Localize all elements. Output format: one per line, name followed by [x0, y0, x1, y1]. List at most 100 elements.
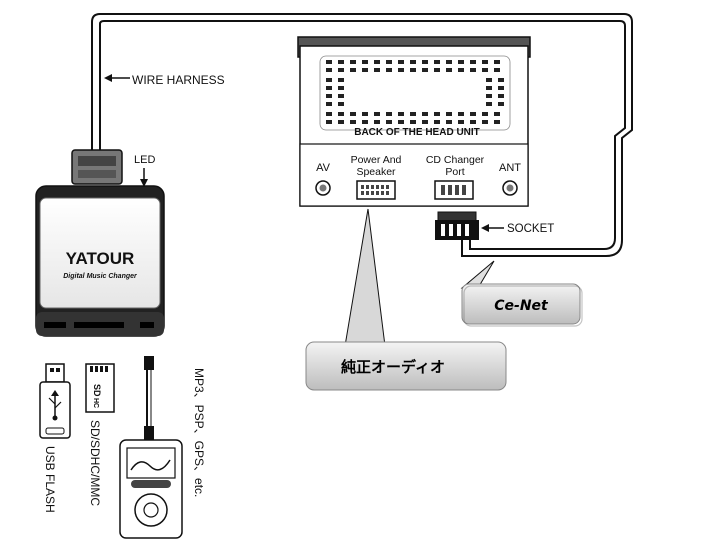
mp3-player-icon — [119, 356, 183, 539]
head-unit — [297, 36, 531, 207]
oem-audio-label: 純正オーディオ — [341, 358, 445, 376]
vent-slot — [482, 68, 488, 72]
vent-slot — [326, 120, 332, 124]
device-brand: YATOUR — [66, 249, 135, 268]
vent-slot — [362, 112, 368, 116]
vent-slot — [410, 120, 416, 124]
ant-port — [502, 180, 518, 196]
vent-slot — [362, 120, 368, 124]
vent-slot — [470, 68, 476, 72]
socket-label: SOCKET — [507, 223, 554, 235]
vent-slot — [410, 60, 416, 64]
head-unit-vents — [319, 55, 511, 131]
vent-slot — [338, 68, 344, 72]
vent-slot — [482, 60, 488, 64]
head-unit-connector-panel — [299, 143, 529, 207]
vent-slot — [458, 120, 464, 124]
vent-slot — [482, 120, 488, 124]
vent-slot — [486, 78, 492, 82]
wire-harness-label: WIRE HARNESS — [132, 73, 225, 87]
vent-slot — [434, 120, 440, 124]
usb-flash-icon — [39, 363, 71, 439]
cd-changer-port — [434, 180, 474, 200]
vent-slot — [398, 60, 404, 64]
vent-slot — [338, 120, 344, 124]
vent-slot — [350, 112, 356, 116]
vent-slot — [486, 94, 492, 98]
ant-label: ANT — [499, 162, 521, 174]
vent-slot — [422, 120, 428, 124]
vent-slot — [470, 120, 476, 124]
power-speaker-label-1: Power And — [351, 154, 402, 166]
vent-slot — [338, 94, 344, 98]
led-arrow — [140, 168, 148, 187]
vent-slot — [350, 120, 356, 124]
vent-slot — [422, 112, 428, 116]
sd-card-icon — [85, 363, 115, 413]
vent-slot — [338, 60, 344, 64]
vent-slot — [422, 68, 428, 72]
vent-slot — [362, 60, 368, 64]
vent-slot — [498, 94, 504, 98]
yatour-device — [35, 149, 165, 337]
vent-slot — [486, 86, 492, 90]
device-subtitle: Digital Music Changer — [63, 273, 138, 280]
vent-slot — [434, 60, 440, 64]
vent-slot — [494, 60, 500, 64]
led-label: LED — [134, 154, 155, 166]
cd-changer-label-2: Port — [445, 166, 464, 178]
vent-slot — [374, 120, 380, 124]
vent-slot — [482, 112, 488, 116]
vent-slot — [498, 78, 504, 82]
vent-slot — [470, 60, 476, 64]
vent-slot — [326, 94, 332, 98]
sd-card-logo: SD — [92, 384, 102, 397]
vent-slot — [374, 112, 380, 116]
vent-slot — [494, 68, 500, 72]
vent-slot — [458, 112, 464, 116]
vent-slot — [338, 102, 344, 106]
vent-slot — [422, 60, 428, 64]
av-label: AV — [316, 162, 331, 174]
vent-slot — [446, 120, 452, 124]
vent-slot — [398, 120, 404, 124]
vent-slot — [398, 112, 404, 116]
vent-slot — [362, 68, 368, 72]
usb-flash-label: USB FLASH — [43, 446, 57, 513]
vent-slot — [446, 112, 452, 116]
vent-slot — [494, 120, 500, 124]
socket-arrow — [481, 224, 504, 232]
vent-slot — [458, 60, 464, 64]
vent-slot — [486, 102, 492, 106]
vent-slot — [398, 68, 404, 72]
vent-slot — [386, 112, 392, 116]
vent-slot — [326, 78, 332, 82]
vent-slot — [350, 60, 356, 64]
av-port — [315, 180, 331, 196]
vent-slot — [326, 60, 332, 64]
ce-net-label: Ce-Net — [494, 298, 549, 314]
vent-slot — [470, 112, 476, 116]
vent-slot — [498, 86, 504, 90]
vent-slot — [350, 68, 356, 72]
vent-slot — [338, 78, 344, 82]
sd-label: SD/SDHC/MMC — [88, 420, 102, 506]
vent-slot — [326, 112, 332, 116]
vent-slot — [410, 68, 416, 72]
vent-slot — [434, 112, 440, 116]
oem-audio-callout — [305, 208, 507, 391]
vent-slot — [374, 60, 380, 64]
power-speaker-connector — [356, 180, 396, 200]
vent-slot — [326, 68, 332, 72]
vent-slot — [326, 86, 332, 90]
vent-slot — [498, 102, 504, 106]
harness-plug — [71, 149, 123, 185]
vent-slot — [494, 112, 500, 116]
wire-harness-cable — [91, 13, 633, 257]
vent-slot — [446, 68, 452, 72]
vent-slot — [386, 68, 392, 72]
vent-slot — [326, 102, 332, 106]
vent-slot — [434, 68, 440, 72]
vent-slot — [386, 60, 392, 64]
